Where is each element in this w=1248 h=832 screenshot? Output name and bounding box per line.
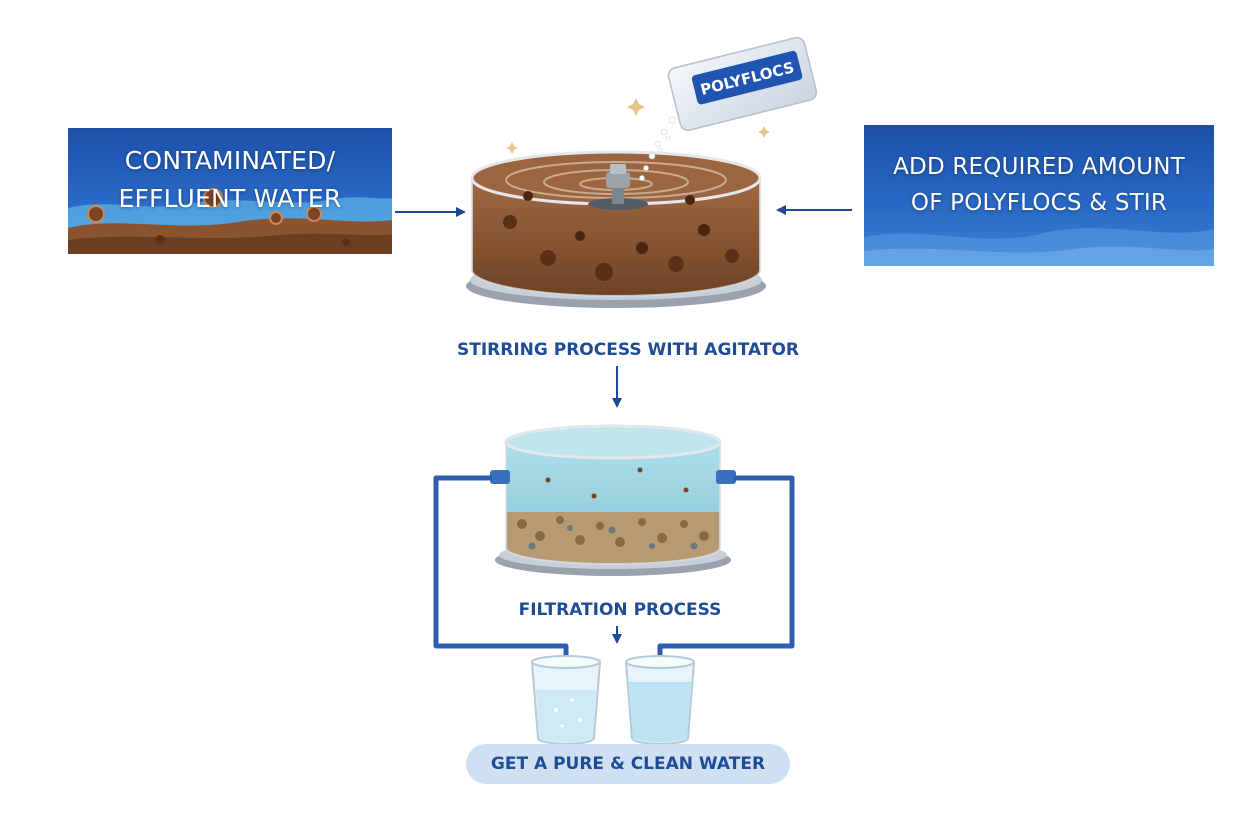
polyflocs-granules [639,116,676,181]
contaminated-water-panel: CONTAMINATED/ EFFLUENT WATER [68,128,392,254]
contaminated-water-label-line1: CONTAMINATED/ [124,146,336,175]
filtration-tank [490,424,736,576]
result-label: GET A PURE & CLEAN WATER [490,754,766,774]
polyflocs-bag: POLYFLOCS [667,36,818,131]
sediment-illustration [68,188,392,254]
add-polyflocs-label-line2: OF POLYFLOCS & STIR [910,190,1168,216]
right-outlet-pipe [657,475,795,666]
add-polyflocs-label: ADD REQUIRED AMOUNT OF POLYFLOCS & STIR [864,149,1214,221]
stirring-tank [466,150,766,308]
add-polyflocs-label-line1: ADD REQUIRED AMOUNT [893,154,1185,180]
filtration-process-label: FILTRATION PROCESS [518,600,722,620]
sparkles [506,98,770,154]
contaminated-water-label: CONTAMINATED/ EFFLUENT WATER [68,142,392,218]
wave-decoration [864,228,1214,266]
contaminated-water-label-line2: EFFLUENT WATER [118,184,342,213]
left-beaker [530,655,602,745]
add-polyflocs-panel: ADD REQUIRED AMOUNT OF POLYFLOCS & STIR [864,125,1214,266]
right-beaker [624,655,696,745]
stirring-process-label: STIRRING PROCESS WITH AGITATOR [456,340,799,360]
result-badge: GET A PURE & CLEAN WATER [466,744,790,784]
left-outlet-pipe [433,475,569,666]
